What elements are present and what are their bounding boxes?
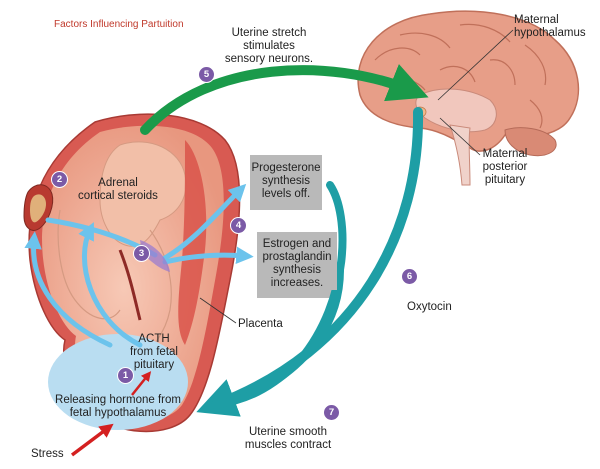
estrogen-line-1: Estrogen and [262, 238, 332, 250]
adrenal-label: Adrenal cortical steroids [68, 177, 168, 203]
releasing-hormone-line-1: Releasing hormone from [55, 394, 181, 406]
diagram-title: Factors Influencing Partuition [54, 19, 184, 30]
acth-line-2: from fetal [130, 346, 178, 358]
smooth-muscle-line-2: muscles contract [244, 439, 332, 451]
maternal-pituitary-line-2: posterior [482, 161, 528, 173]
progesterone-label: Progesterone synthesis levels off. [250, 162, 322, 201]
adrenal-blue-arrow [24, 231, 113, 348]
estrogen-line-3: synthesis [273, 264, 321, 276]
maternal-hypothalamus-line-1: Maternal [514, 14, 559, 26]
acth-blue-arrow [78, 222, 143, 348]
acth-line-1: ACTH [138, 333, 170, 345]
maternal-hypothalamus-line-2: hypothalamus [514, 27, 586, 39]
green-arrow [140, 64, 429, 135]
releasing-hormone-label: Releasing hormone from fetal hypothalamu… [38, 394, 198, 420]
adrenal-line-1: Adrenal [98, 177, 138, 189]
hypothalamus-leader-line [437, 29, 514, 101]
stress-arrow [70, 423, 114, 457]
releasing-hormone-line-2: fetal hypothalamus [69, 407, 167, 419]
step-badge-7: 7 [324, 405, 339, 420]
step-badge-1: 1 [118, 368, 133, 383]
progesterone-line-1: Progesterone [251, 162, 321, 174]
estrogen-blue-arrow [162, 246, 254, 265]
estrogen-line-4: increases. [270, 277, 324, 289]
stress-label: Stress [31, 448, 64, 460]
progesterone-line-2: synthesis [262, 175, 310, 187]
step-badge-4: 4 [231, 218, 246, 233]
maternal-pituitary-line-3: pituitary [484, 174, 526, 186]
placenta-label: Placenta [238, 318, 283, 330]
estrogen-teal-arrow [251, 266, 344, 396]
smooth-muscle-line-1: Uterine smooth [249, 426, 327, 438]
estrogen-line-2: prostaglandin [262, 251, 332, 263]
step-badge-2: 2 [52, 172, 67, 187]
uterine-stretch-label: Uterine stretch stimulates sensory neuro… [214, 27, 324, 66]
pituitary-leader-line [439, 117, 481, 156]
maternal-pituitary-line-1: Maternal [482, 148, 528, 160]
adrenal-line-2: cortical steroids [78, 190, 158, 202]
smooth-muscle-label: Uterine smooth muscles contract [228, 426, 348, 452]
step-badge-6: 6 [402, 269, 417, 284]
progesterone-blue-arrow [162, 183, 247, 261]
uterus-illustration [23, 113, 241, 433]
uterine-stretch-line-1: Uterine stretch [231, 27, 307, 39]
step-badge-3: 3 [134, 246, 149, 261]
acth-line-3: pituitary [133, 359, 175, 371]
maternal-pituitary-label: Maternal posterior pituitary [476, 148, 534, 187]
maternal-hypothalamus-label: Maternal hypothalamus [514, 14, 586, 40]
oxytocin-arrow [196, 107, 424, 417]
progesterone-line-3: levels off. [261, 188, 311, 200]
estrogen-label: Estrogen and prostaglandin synthesis inc… [257, 238, 337, 290]
uterine-stretch-line-2: stimulates [243, 40, 295, 52]
uterine-stretch-line-3: sensory neurons. [224, 53, 314, 65]
hormone-arrow [131, 371, 152, 396]
step-badge-5: 5 [199, 67, 214, 82]
placenta-leader-line [199, 297, 237, 324]
acth-label: ACTH from fetal pituitary [118, 333, 190, 372]
oxytocin-label: Oxytocin [407, 301, 452, 313]
